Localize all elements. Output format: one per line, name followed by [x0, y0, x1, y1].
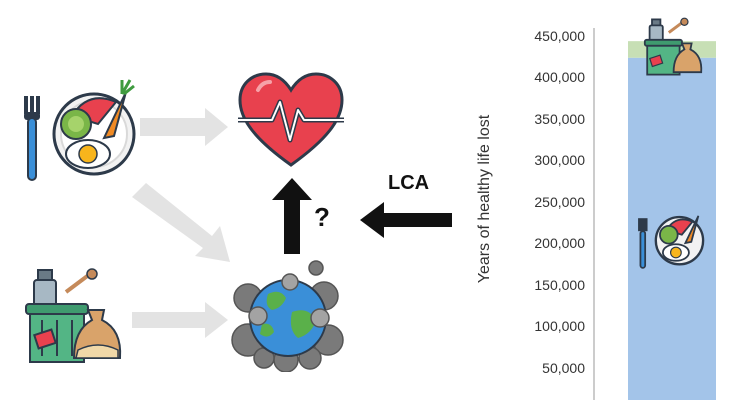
question-mark: ?	[314, 202, 330, 232]
y-tick-label: 100,000	[534, 318, 585, 335]
arrow-plate-to-heart	[140, 108, 228, 146]
food-plate-icon	[24, 79, 136, 181]
heartbeat-icon	[238, 72, 344, 167]
y-tick-label: 450,000	[534, 28, 585, 44]
arrow-waste-to-planet	[132, 302, 228, 338]
bar-icon-food-waste	[643, 17, 703, 76]
y-tick-label: 150,000	[534, 276, 585, 293]
arrow-plate-to-planet	[132, 183, 230, 262]
y-tick-label: 400,000	[534, 69, 585, 86]
y-tick-label: 50,000	[542, 359, 585, 376]
bar-icon-food-plate	[638, 215, 705, 269]
y-tick-label: 250,000	[534, 193, 585, 210]
y-tick-label: 200,000	[534, 235, 585, 252]
y-tick-label: 350,000	[534, 110, 585, 127]
diagram-arrows	[132, 108, 452, 338]
lca-label: LCA	[388, 172, 430, 194]
food-waste-bin-icon	[25, 268, 122, 363]
y-tick-label: 300,000	[534, 152, 585, 169]
polluted-earth-icon	[231, 260, 344, 372]
arrow-lca	[360, 202, 452, 238]
arrow-planet-to-heart	[272, 178, 312, 254]
